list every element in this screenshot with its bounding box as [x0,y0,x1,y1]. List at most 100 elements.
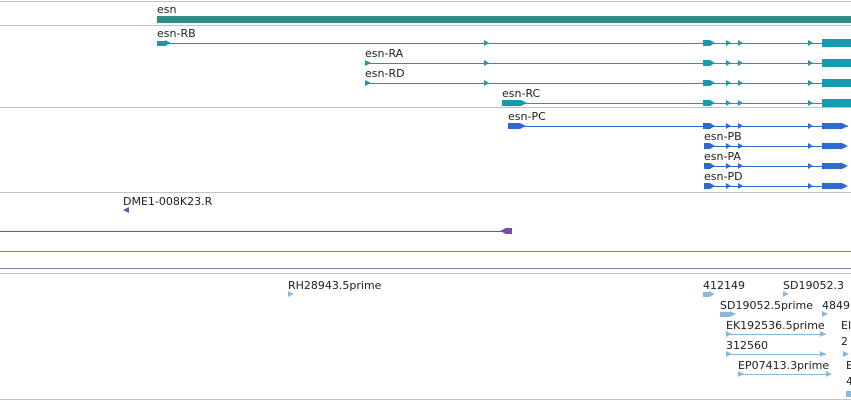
transcript-label: esn-RC [502,87,541,100]
est-marker-icon [783,291,789,297]
chevron-right-icon [726,123,731,129]
chevron-right-icon [808,40,813,46]
strand-arrow-icon [165,40,171,46]
chevron-right-icon [726,60,731,66]
intron-line [704,166,846,167]
chevron-right-icon [710,100,715,106]
track-separator [0,273,851,274]
track-separator [0,1,851,2]
chevron-right-icon [738,80,743,86]
chevron-right-icon [808,163,813,169]
chevron-right-icon [710,143,715,149]
exon-block [703,60,710,66]
exon-block [822,183,842,189]
intron-line [365,63,851,64]
transcript-label: esn-RA [365,47,404,60]
chevron-right-icon [808,143,813,149]
clone-end-marker-icon [500,228,506,234]
exon-block [703,123,710,129]
exon-block [502,100,521,106]
strand-arrow-icon [842,143,848,149]
intron-line [508,126,848,127]
est-marker-icon [726,351,732,357]
chevron-right-icon [738,143,743,149]
exon-block [822,59,851,67]
est-line [726,334,826,335]
est-label: EK192536.5prime [726,319,825,332]
est-label: RH28943.5prime [288,279,382,292]
est-label: EI [841,319,851,332]
exon-block [703,100,710,106]
exon-block [822,143,842,149]
est-marker-icon [738,371,744,377]
exon-block [704,183,710,189]
track-separator [0,399,851,400]
exon-block [703,40,710,46]
chevron-right-icon [738,163,743,169]
chevron-right-icon [726,100,731,106]
est-marker-icon [726,331,732,337]
clone-end-marker-icon [123,207,129,213]
exon-block [822,79,851,87]
exon-block [822,39,851,47]
est-marker-icon [730,311,736,317]
chevron-right-icon [738,123,743,129]
track-separator [0,192,851,193]
clone-track-line [0,251,851,252]
est-label: 4 [846,375,851,388]
exon-block [703,80,710,86]
chevron-right-icon [484,60,489,66]
chevron-right-icon [738,40,743,46]
clone-label: DME1-008K23.R [123,195,213,208]
est-marker-icon [709,291,715,297]
chevron-right-icon [738,183,743,189]
strand-arrow-icon [365,60,371,66]
est-block [720,312,730,317]
est-marker-icon [820,331,826,337]
exon-block [822,163,842,169]
strand-arrow-icon [842,123,848,129]
clone-span-line [0,231,502,232]
est-label: SD19052.3 [783,279,844,292]
exon-block [157,41,165,46]
chevron-right-icon [484,40,489,46]
gene-bar[interactable] [157,16,851,23]
est-marker-icon [843,351,849,357]
chevron-right-icon [726,80,731,86]
chevron-right-icon [710,60,715,66]
protein-label: esn-PB [704,130,742,143]
est-label: 312560 [726,339,768,352]
exon-block [704,143,710,149]
est-marker-icon [822,311,828,317]
est-line [738,374,828,375]
est-marker-icon [820,351,826,357]
strand-arrow-icon [521,100,527,106]
chevron-right-icon [738,100,743,106]
protein-label: esn-PC [508,110,546,123]
intron-line [157,43,851,44]
clone-track-line [0,268,851,269]
transcript-label: esn-RB [157,27,196,40]
transcript-label: esn-RD [365,67,405,80]
exon-block [704,163,710,169]
exon-block [508,123,520,129]
est-label: 4849 [822,299,850,312]
intron-line [704,186,846,187]
intron-line [502,103,851,104]
strand-arrow-icon [842,183,848,189]
intron-line [704,146,846,147]
est-block [703,292,709,297]
chevron-right-icon [710,40,715,46]
est-label: 412149 [703,279,745,292]
chevron-right-icon [738,60,743,66]
strand-arrow-icon [842,163,848,169]
protein-label: esn-PA [704,150,741,163]
exon-block [822,123,842,129]
gene-label: esn [157,3,177,16]
chevron-right-icon [726,163,731,169]
chevron-right-icon [710,123,715,129]
est-label: E [846,359,851,372]
chevron-right-icon [726,143,731,149]
intron-line [365,83,851,84]
